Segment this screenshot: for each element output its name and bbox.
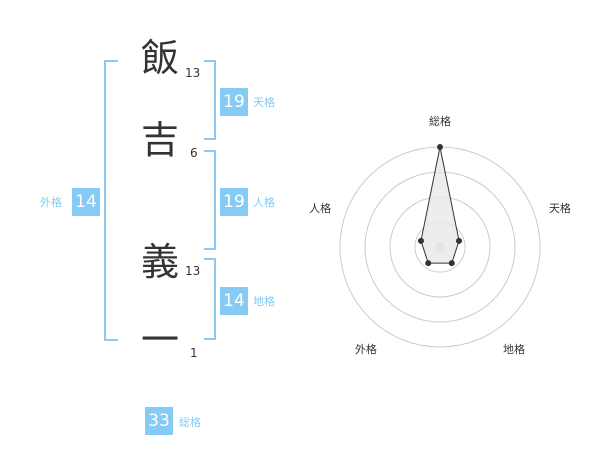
radar-point-3: [448, 260, 455, 267]
name-char-4: 一: [140, 318, 179, 362]
chikaku-badge: 14: [220, 287, 248, 315]
radar-axis-label-5: 人格: [309, 201, 331, 215]
radar-point-1: [437, 144, 443, 150]
gaikaku-bracket: [104, 60, 118, 341]
chikaku-label: 地格: [253, 295, 275, 308]
radar-polygon-layer: [420, 146, 460, 264]
stroke-count-1: 13: [185, 66, 201, 80]
soukaku-badge: 33: [145, 407, 173, 435]
radar-point-4: [425, 260, 432, 267]
gaikaku-label: 外格: [40, 196, 62, 209]
radar-value-polygon: [420, 146, 460, 264]
name-char-3: 義: [140, 240, 179, 284]
radar-axis-label-1: 総格: [429, 114, 451, 128]
stroke-count-3: 13: [185, 264, 201, 278]
radar-point-2: [456, 237, 463, 244]
radar-axis-label-2: 天格: [549, 201, 571, 215]
stroke-count-4: 1: [190, 346, 198, 360]
jinkaku-bracket: [204, 150, 216, 250]
jinkaku-badge: 19: [220, 188, 248, 216]
gaikaku-badge: 14: [72, 188, 100, 216]
radar-point-5: [417, 237, 424, 244]
radar-points: [417, 144, 463, 267]
name-char-1: 飯: [140, 36, 179, 80]
jinkaku-label: 人格: [253, 196, 275, 209]
radar-axis-label-4: 外格: [355, 342, 377, 356]
radar-axis-label-3: 地格: [503, 342, 525, 356]
tenkaku-label: 天格: [253, 96, 275, 109]
stroke-count-2: 6: [190, 146, 198, 160]
soukaku-label: 総格: [179, 416, 201, 429]
tenkaku-bracket: [204, 60, 216, 140]
name-char-2: 吉: [140, 118, 179, 162]
chikaku-bracket: [204, 258, 216, 340]
tenkaku-badge: 19: [220, 88, 248, 116]
